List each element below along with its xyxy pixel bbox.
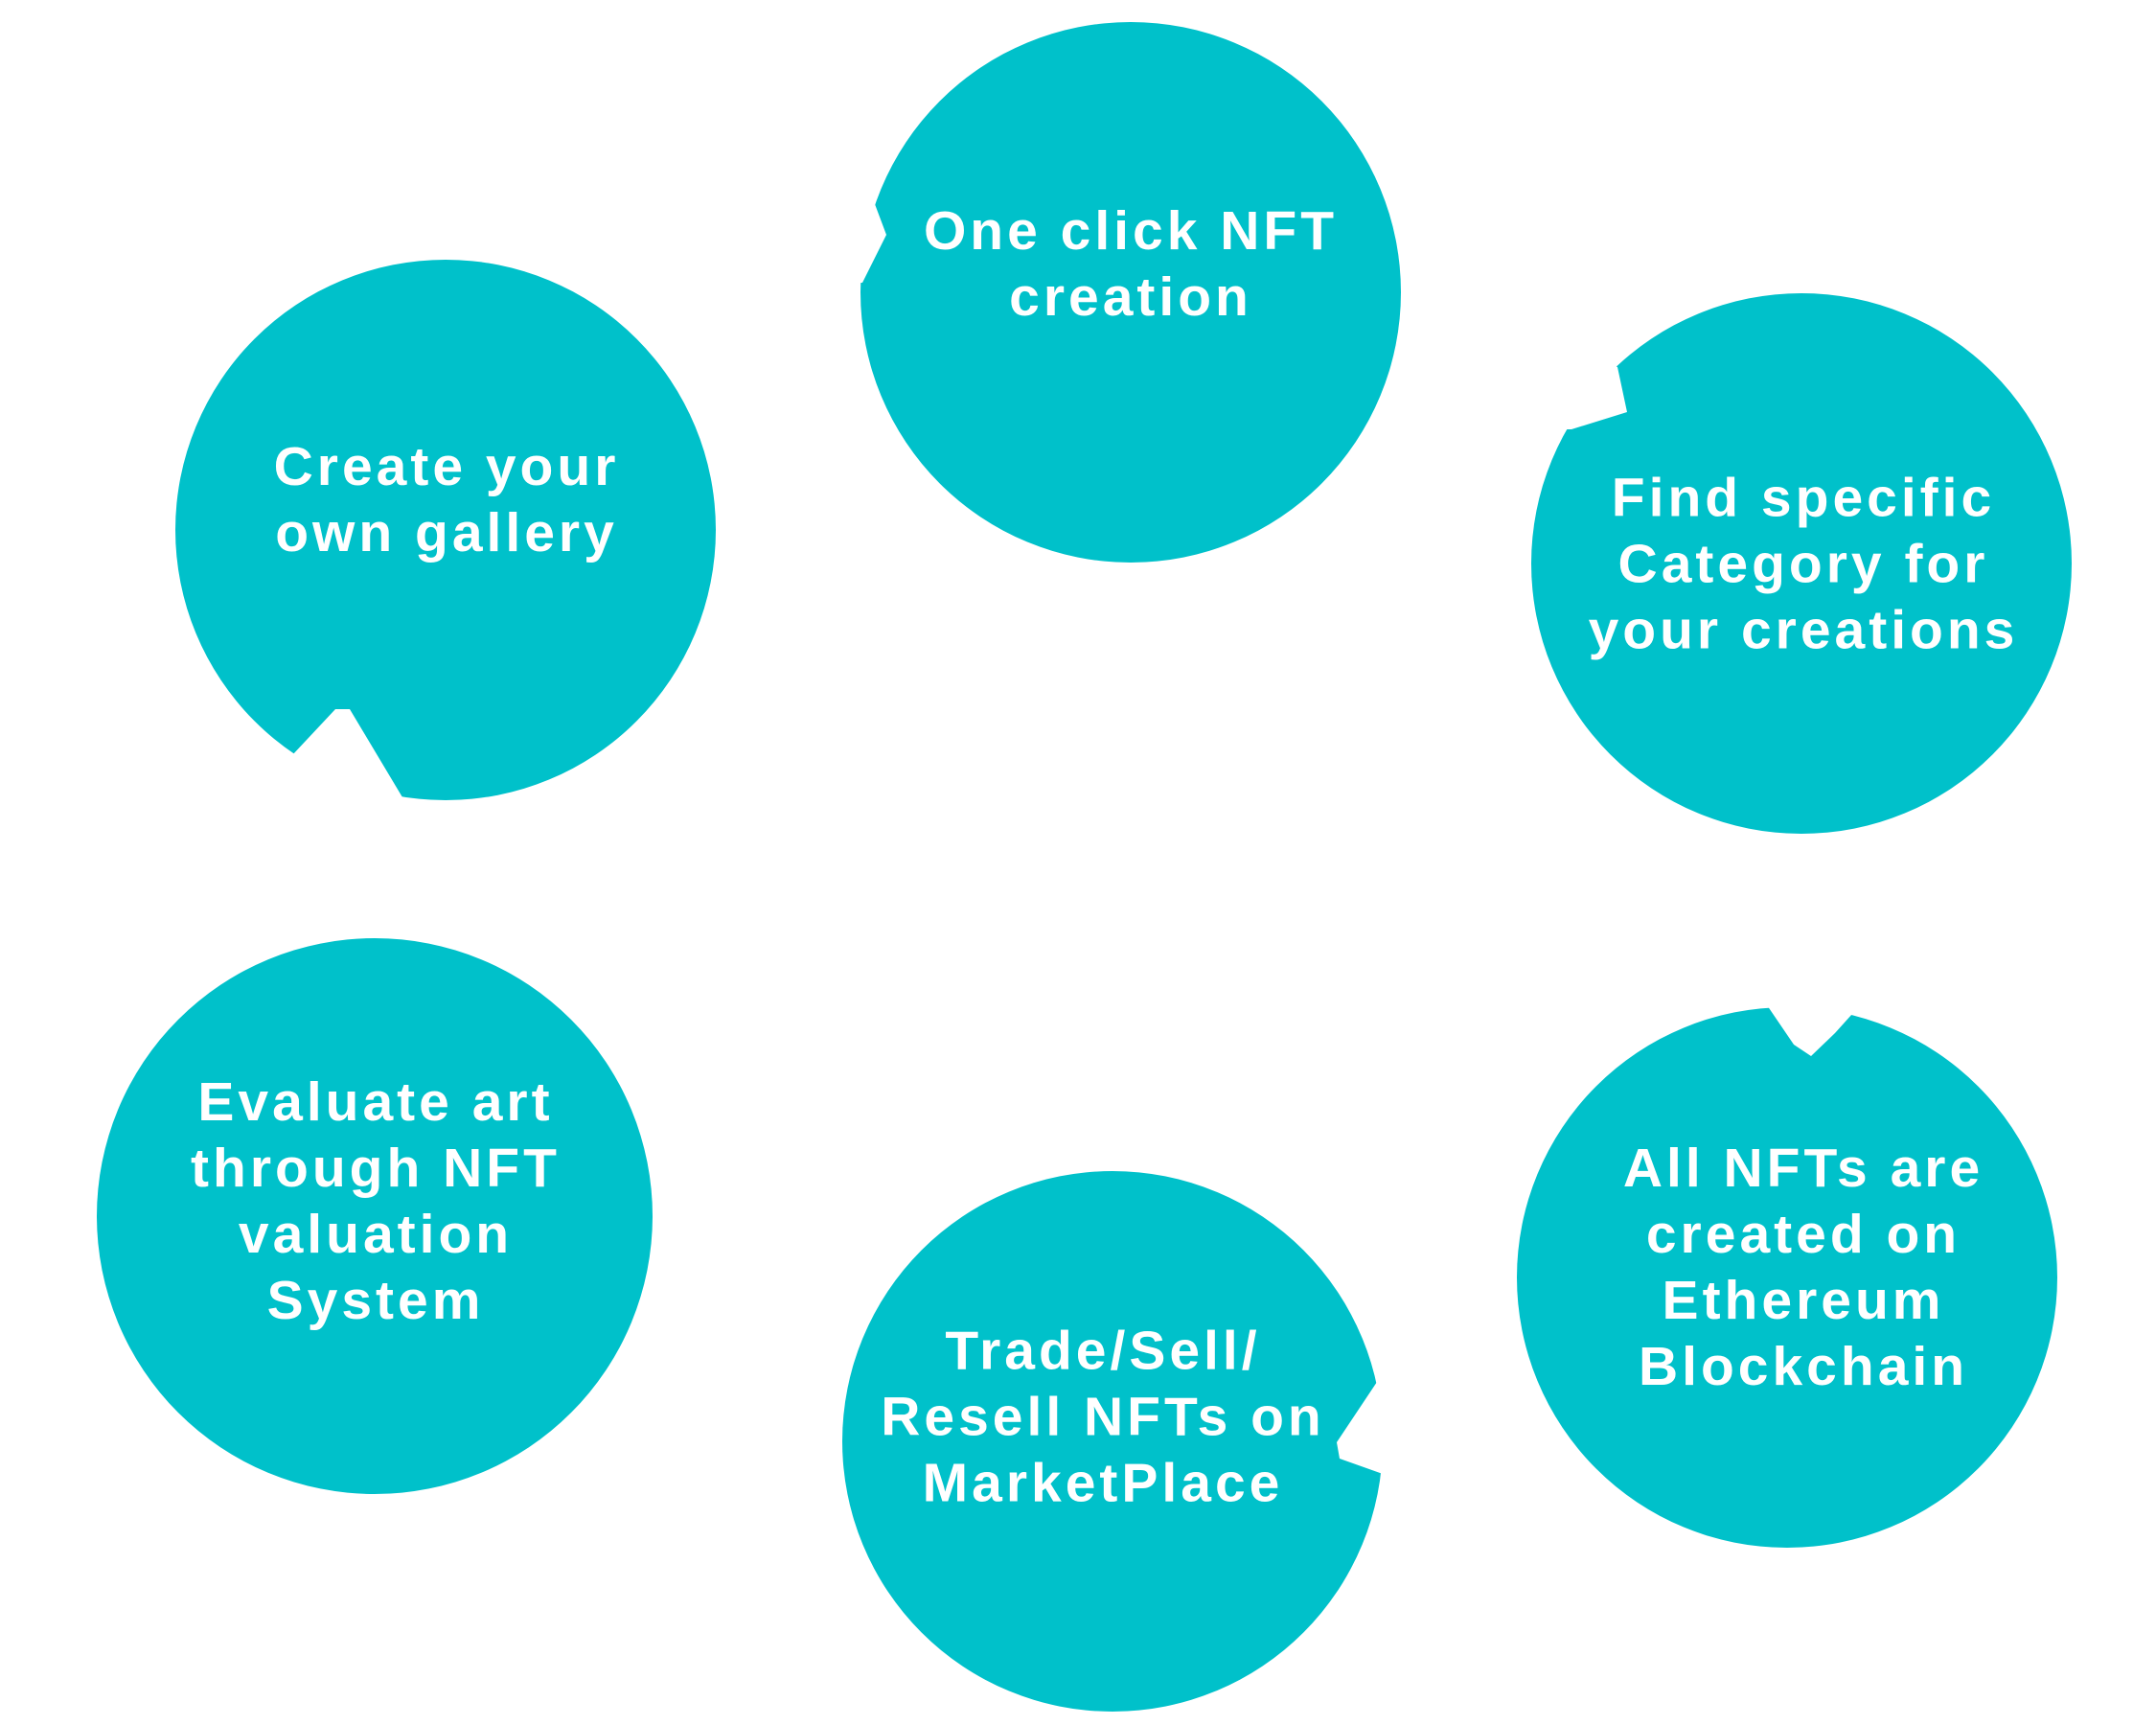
notch-category [1533, 355, 1627, 429]
notch-gallery [278, 709, 402, 824]
label-gallery: Create your own gallery [273, 436, 620, 564]
label-marketplace: Trade/Sell/ Resell NFTs on MarketPlace [881, 1320, 1325, 1514]
notch-marketplace [1337, 1380, 1409, 1476]
notch-ethereum [1744, 978, 1878, 1056]
label-ethereum: All NFTs are created on Ethereum Blockch… [1622, 1138, 1984, 1397]
notch-nft-creation [839, 196, 886, 284]
circle-nft-creation [839, 22, 1401, 563]
label-category: Find specific Category for your creation… [1588, 467, 2019, 661]
circle-gallery [175, 260, 716, 824]
circle-category [1531, 293, 2072, 834]
label-valuation: Evaluate art through NFT valuation Syste… [191, 1071, 561, 1331]
circle-ethereum [1517, 978, 2057, 1548]
label-nft-creation: One click NFT creation [923, 200, 1339, 328]
circle-marketplace [842, 1171, 1409, 1712]
circle-valuation [97, 938, 653, 1494]
